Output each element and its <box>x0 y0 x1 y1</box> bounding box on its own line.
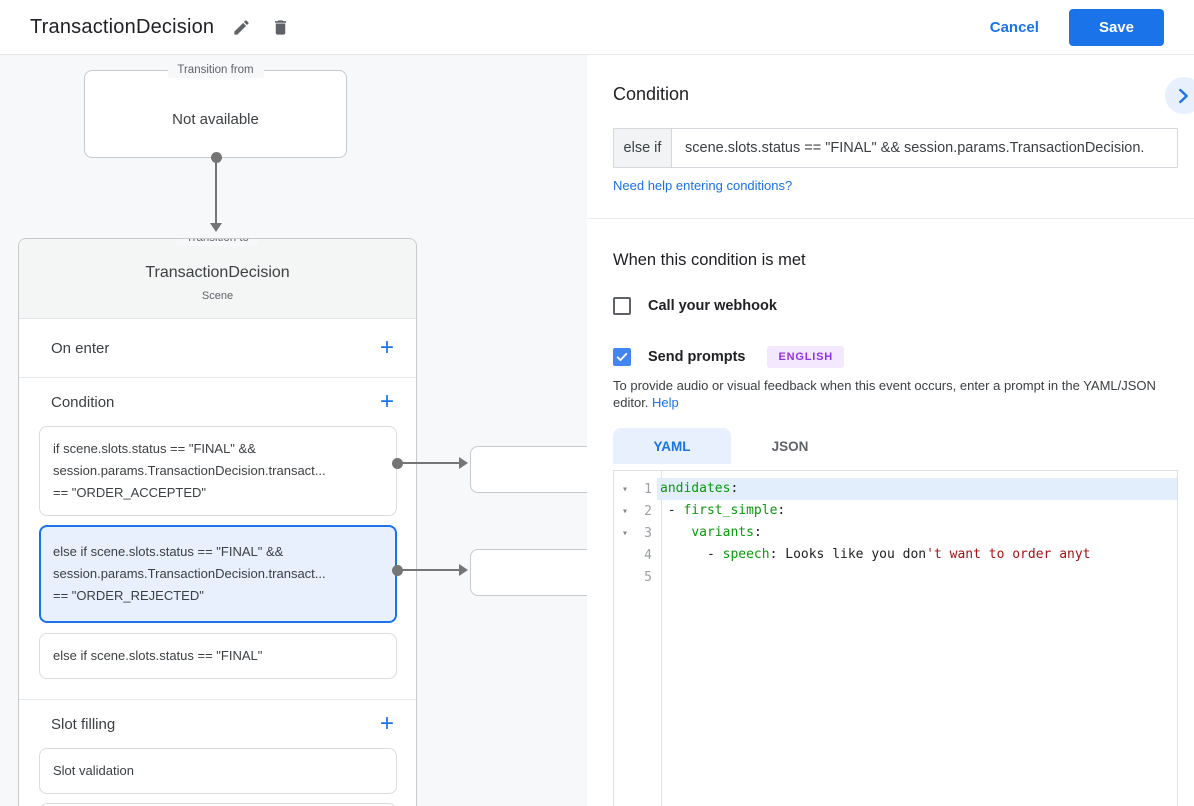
save-button[interactable]: Save <box>1068 8 1164 46</box>
transition-from-label: Transition from <box>167 63 264 78</box>
connector-dot <box>392 458 403 469</box>
arrow-right-icon <box>459 457 468 469</box>
transition-from-box: Transition from Not available <box>84 63 347 158</box>
transition-target-node[interactable] <box>470 549 587 596</box>
code-line: 5 <box>614 566 1177 588</box>
cancel-button[interactable]: Cancel <box>989 18 1039 36</box>
section-divider <box>19 699 416 700</box>
add-on-enter-button[interactable]: + <box>379 334 394 361</box>
connector-line <box>215 161 217 224</box>
condition-panel: Condition else if Need help entering con… <box>587 55 1194 806</box>
code-text: variants: <box>691 525 762 540</box>
topbar: TransactionDecision Cancel Save <box>0 0 1194 55</box>
pencil-icon <box>234 19 249 35</box>
condition-prefix: else if <box>613 128 672 168</box>
connector-line <box>402 569 459 571</box>
line-number: 4 <box>644 547 652 563</box>
condition-section-label: Condition <box>51 393 115 411</box>
condition-text-line: if scene.slots.status == "FINAL" && <box>53 441 256 456</box>
condition-text-line: == "ORDER_ACCEPTED" <box>53 485 206 500</box>
scene-editor-main: Transition from Not available Transition… <box>0 55 1194 806</box>
condition-card-accepted[interactable]: if scene.slots.status == "FINAL" && sess… <box>39 426 397 516</box>
transition-from-value: Not available <box>172 111 259 128</box>
condition-card-final[interactable]: else if scene.slots.status == "FINAL" <box>39 633 397 679</box>
scene-card-header[interactable]: TransactionDecision Scene <box>19 239 416 319</box>
editor-gutter <box>614 471 662 806</box>
condition-card-rejected-selected[interactable]: else if scene.slots.status == "FINAL" &&… <box>39 525 397 623</box>
prompt-description: To provide audio or visual feedback when… <box>613 378 1156 410</box>
collapse-panel-button[interactable] <box>1165 77 1194 114</box>
trash-icon <box>275 19 287 35</box>
code-text: - speech: Looks like you don't want to o… <box>660 547 1091 562</box>
transition-target-node[interactable] <box>470 446 587 493</box>
condition-help-link[interactable]: Need help entering conditions? <box>613 178 793 193</box>
fold-arrow-icon[interactable]: ▾ <box>621 505 629 517</box>
on-enter-section: On enter + <box>19 319 416 378</box>
tab-yaml[interactable]: YAML <box>613 428 731 464</box>
condition-expression-input[interactable] <box>671 128 1178 168</box>
arrow-down-icon <box>210 223 222 232</box>
connector-line <box>402 462 459 464</box>
code-text <box>657 566 1177 588</box>
delete-scene-button[interactable] <box>269 16 292 39</box>
help-link[interactable]: Help <box>652 395 679 410</box>
code-text: - first_simple: <box>660 503 786 518</box>
condition-section-header: Condition + <box>19 378 416 426</box>
condition-text-line: session.params.TransactionDecision.trans… <box>53 463 326 478</box>
connector-dot <box>211 152 222 163</box>
code-line: ▾ 2 - first_simple: <box>614 500 1177 522</box>
slot-filling-section-header: Slot filling + <box>19 700 416 748</box>
send-prompts-label: Send prompts <box>648 349 746 365</box>
connector-dot <box>392 565 403 576</box>
webhook-checkbox[interactable] <box>613 297 631 315</box>
line-number: 5 <box>644 569 652 585</box>
code-text: andidates: <box>657 478 1177 500</box>
transition-to-label: Transition to <box>176 239 259 246</box>
edit-title-button[interactable] <box>230 16 253 39</box>
scene-card: Transition to TransactionDecision Scene … <box>18 238 417 806</box>
code-line: 4 - speech: Looks like you don't want to… <box>614 544 1177 566</box>
scene-type-label: Scene <box>201 290 234 302</box>
send-prompts-checkbox[interactable] <box>613 348 631 366</box>
checkmark-icon <box>616 352 628 362</box>
arrow-right-icon <box>459 564 468 576</box>
fold-arrow-icon[interactable]: ▾ <box>621 483 629 495</box>
editor-tabs: YAML JSON <box>613 428 849 464</box>
panel-divider <box>587 218 1194 219</box>
send-prompts-row[interactable]: Send prompts ENGLISH <box>613 346 844 368</box>
scene-name: TransactionDecision <box>145 264 290 281</box>
on-enter-label: On enter <box>51 339 110 357</box>
slot-filling-label: Slot filling <box>51 715 116 733</box>
line-number: 3 <box>644 525 652 541</box>
code-line: ▾ 3 variants: <box>614 522 1177 544</box>
condition-text-line: else if scene.slots.status == "FINAL" <box>53 648 263 663</box>
code-lines: ▾ 1 andidates: ▾ 2 - first_simple: ▾ 3 v… <box>614 478 1177 588</box>
page-title: TransactionDecision <box>30 15 215 38</box>
call-webhook-row[interactable]: Call your webhook <box>613 297 777 315</box>
condition-text-line: == "ORDER_REJECTED" <box>53 588 204 603</box>
yaml-code-editor[interactable]: ▾ 1 andidates: ▾ 2 - first_simple: ▾ 3 v… <box>613 470 1178 806</box>
add-slot-button[interactable]: + <box>379 710 394 737</box>
diagram-canvas: Transition from Not available Transition… <box>0 55 587 806</box>
fold-arrow-icon[interactable]: ▾ <box>621 527 629 539</box>
add-condition-button[interactable]: + <box>379 388 394 415</box>
condition-input-group: else if <box>613 128 1178 168</box>
slot-validation-label: Slot validation <box>53 763 134 778</box>
language-badge: ENGLISH <box>767 346 844 368</box>
chevron-right-icon <box>1179 88 1188 103</box>
tab-json[interactable]: JSON <box>771 438 809 454</box>
webhook-label: Call your webhook <box>648 298 777 314</box>
condition-text-line: session.params.TransactionDecision.trans… <box>53 566 326 581</box>
condition-panel-heading: Condition <box>613 84 690 104</box>
line-number: 2 <box>644 503 652 519</box>
condition-text-line: else if scene.slots.status == "FINAL" && <box>53 544 284 559</box>
slot-validation-card[interactable]: Slot validation <box>39 748 397 794</box>
when-condition-met-heading: When this condition is met <box>613 251 806 269</box>
line-number: 1 <box>644 481 652 497</box>
code-line: ▾ 1 andidates: <box>614 478 1177 500</box>
